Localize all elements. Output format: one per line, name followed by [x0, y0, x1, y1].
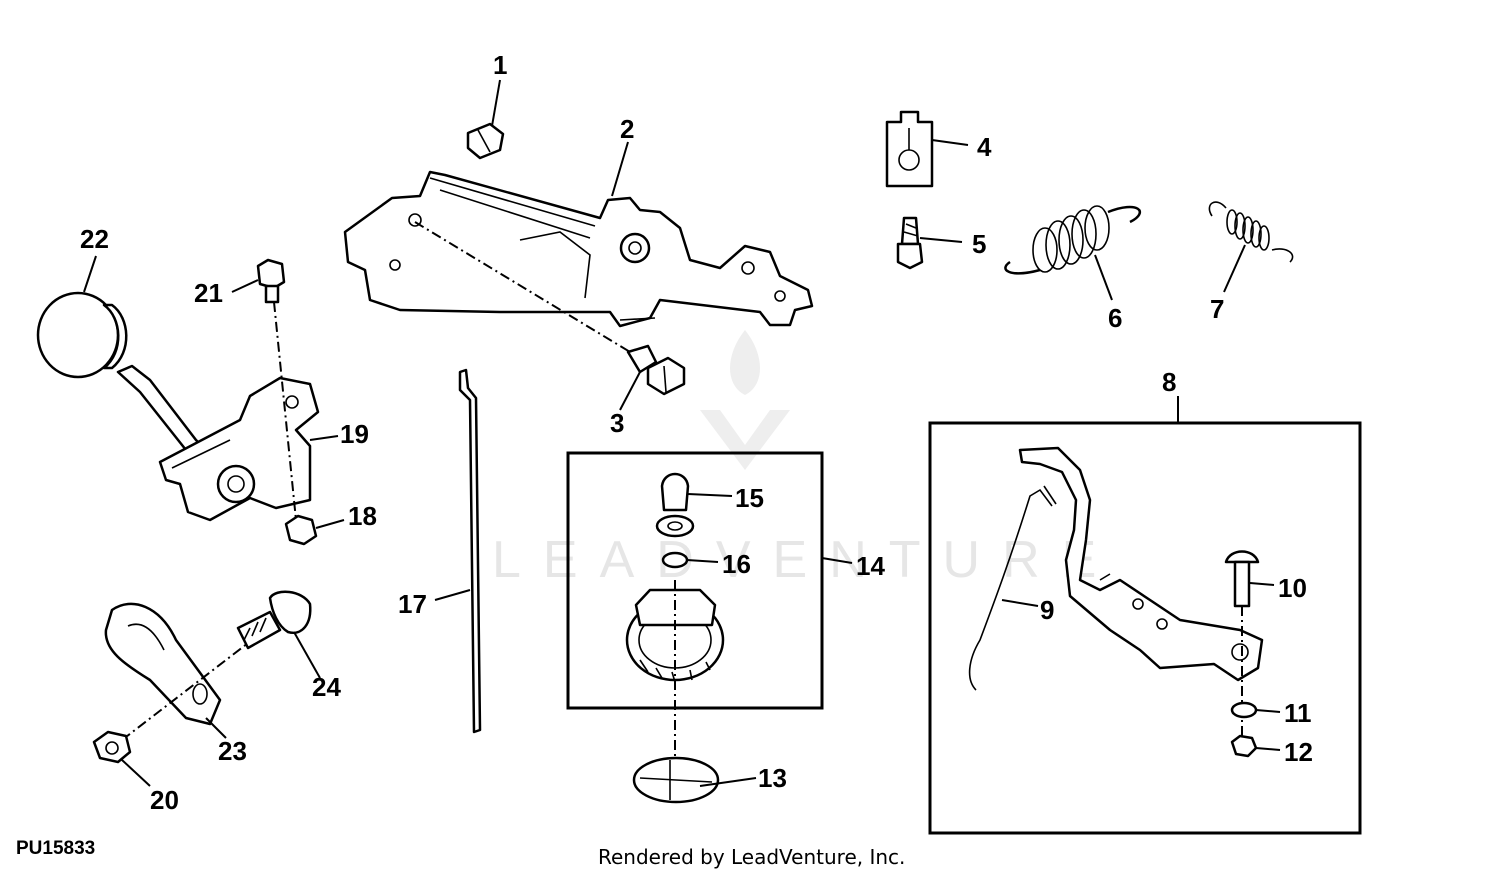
centerline-3	[414, 221, 641, 359]
part-19-lever-bracket	[116, 364, 320, 522]
callout-4: 4	[977, 132, 992, 162]
callout-24: 24	[312, 672, 341, 702]
leader-3	[619, 371, 641, 411]
part-13-disc	[632, 756, 720, 804]
callout-14: 14	[856, 551, 885, 581]
callout-10: 10	[1278, 573, 1307, 603]
callout-18: 18	[348, 501, 377, 531]
leader-13	[699, 777, 757, 787]
callout-17: 17	[398, 589, 427, 619]
centerline-24	[121, 639, 253, 741]
callout-labels: 1 2 3 4 5 6 7 8 9 10 11 12 13 14 15 16 1…	[80, 50, 1313, 815]
part-10-bolt	[1224, 550, 1260, 608]
callout-7: 7	[1210, 294, 1224, 324]
assembly-box-14	[566, 451, 824, 710]
leader-6	[1094, 254, 1113, 301]
part-9-rod	[968, 488, 1053, 691]
watermark-flame-icon	[730, 330, 760, 395]
leader-2	[611, 141, 629, 197]
callout-20: 20	[150, 785, 179, 815]
watermark-logo-icon	[700, 410, 790, 470]
assembly-box-8	[928, 421, 1362, 835]
leader-15	[687, 493, 733, 497]
part-20-flange-nut	[92, 730, 132, 764]
leader-4	[931, 139, 969, 146]
callout-19: 19	[340, 419, 369, 449]
callout-11: 11	[1284, 698, 1312, 728]
part-12-nut	[1230, 734, 1258, 758]
part-23-clamp	[104, 602, 222, 726]
leader-24	[293, 631, 321, 679]
leader-20	[121, 759, 151, 787]
part-22-knob	[36, 291, 128, 379]
part-8-lever	[1018, 446, 1264, 682]
part-24-bolt	[236, 590, 312, 650]
callout-13: 13	[758, 763, 787, 793]
leader-23	[205, 717, 227, 739]
part-6-spring	[1004, 205, 1142, 275]
callout-21: 21	[194, 278, 223, 308]
leader-16	[686, 559, 719, 563]
leader-21	[231, 279, 259, 293]
leader-1	[491, 79, 501, 127]
part-17-rod	[458, 368, 482, 734]
watermark-text: LEADVENTURE	[492, 531, 1118, 589]
callout-6: 6	[1108, 303, 1122, 333]
callout-16: 16	[722, 549, 751, 579]
part-16-ring	[661, 551, 689, 569]
part-5-screw	[896, 216, 924, 270]
figure-code: PU15833	[16, 838, 95, 859]
part-11-washer	[1230, 701, 1258, 719]
leader-14	[821, 557, 853, 564]
leader-18	[315, 519, 345, 529]
callout-2: 2	[620, 114, 634, 144]
callout-8: 8	[1162, 367, 1176, 397]
part-21-bolt	[256, 258, 286, 304]
leader-7	[1223, 244, 1246, 293]
leader-17	[434, 589, 471, 601]
callout-23: 23	[218, 736, 247, 766]
part-15-push-pin	[655, 472, 695, 538]
callout-3: 3	[610, 408, 624, 438]
callout-9: 9	[1040, 595, 1054, 625]
leader-5	[919, 237, 963, 243]
part-7-spring	[1208, 201, 1294, 263]
callout-5: 5	[972, 229, 986, 259]
part-1-fitting	[466, 122, 505, 160]
leader-10	[1249, 582, 1275, 586]
centerline-21	[273, 301, 297, 521]
callout-12: 12	[1284, 737, 1313, 767]
leader-11	[1255, 709, 1281, 713]
callout-1: 1	[493, 50, 507, 80]
leader-22	[83, 255, 97, 293]
callout-22: 22	[80, 224, 109, 254]
credit-text: Rendered by LeadVenture, Inc.	[598, 845, 905, 869]
leader-9	[1001, 599, 1039, 607]
leader-19	[309, 435, 339, 441]
callout-15: 15	[735, 483, 764, 513]
leader-12	[1255, 747, 1281, 751]
part-3-bolt	[626, 344, 686, 396]
part-18-nut	[284, 514, 318, 546]
watermark: LEADVENTURE	[492, 330, 1118, 589]
part-2-control-bracket	[343, 170, 814, 328]
part-4-clip	[885, 110, 934, 188]
